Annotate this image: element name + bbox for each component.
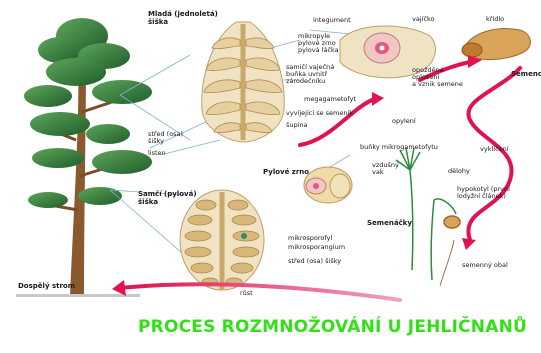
label-male-cone-2: šiška [138, 198, 158, 206]
label-delohy: dělohy [448, 168, 470, 176]
label-semenacky: Semenáčky [367, 219, 412, 227]
label-a-vznik-semene: a vznik semene [412, 81, 463, 89]
label-young-cone-2: šiška [148, 18, 168, 26]
footer-title: PROCES ROZMNOŽOVÁNÍ U JEHLIČNANŮ [138, 317, 527, 337]
label-vyvijejici: vyvíjející se semeník [286, 110, 353, 118]
label-male-cone: Samčí (pylová) [138, 190, 197, 198]
label-megagametofyt: megagametofyt [304, 96, 356, 104]
label-listen: listen [148, 150, 166, 158]
label-rust: růst [240, 290, 253, 298]
winged-seed [462, 29, 530, 60]
label-vyklicini: vyklíčení [480, 146, 509, 154]
label-zarodecniku: zárodečníku [286, 78, 325, 86]
label-mikrosporofyl: mikrosporofyl [288, 235, 332, 243]
female-cone [202, 22, 284, 142]
label-semenny-obal: semenný obal [462, 262, 508, 270]
label-vajicko: vajíčko [412, 16, 435, 24]
label-supina: šupina [286, 122, 308, 130]
pollen-grain [304, 167, 352, 203]
label-young-cone: Mladá (jednoletá) [148, 10, 218, 18]
label-semeno: Semeno [511, 70, 541, 78]
label-vak: vak [372, 169, 384, 177]
label-integument: integument [313, 17, 351, 25]
label-opyleni: opylení [392, 118, 416, 126]
adult-tree [16, 18, 152, 297]
label-pylove-zrno: Pylové zrno [263, 168, 309, 176]
label-bunky-mikro: buňky mikrogametofytu [360, 144, 438, 152]
label-kridlo: křídlo [486, 16, 504, 24]
male-cone [180, 190, 264, 290]
label-hypokotyl-2: lodyžní článek) [457, 193, 506, 201]
label-stred-osa-sisky: střed (osa) šišky [288, 258, 341, 266]
label-pylova-lacka: pylová láčka [298, 47, 339, 55]
label-sisky: šišky [148, 138, 164, 146]
label-dospely-strom: Dospělý strom [18, 282, 75, 290]
label-mikrosporangium: mikrosporangium [288, 244, 345, 252]
